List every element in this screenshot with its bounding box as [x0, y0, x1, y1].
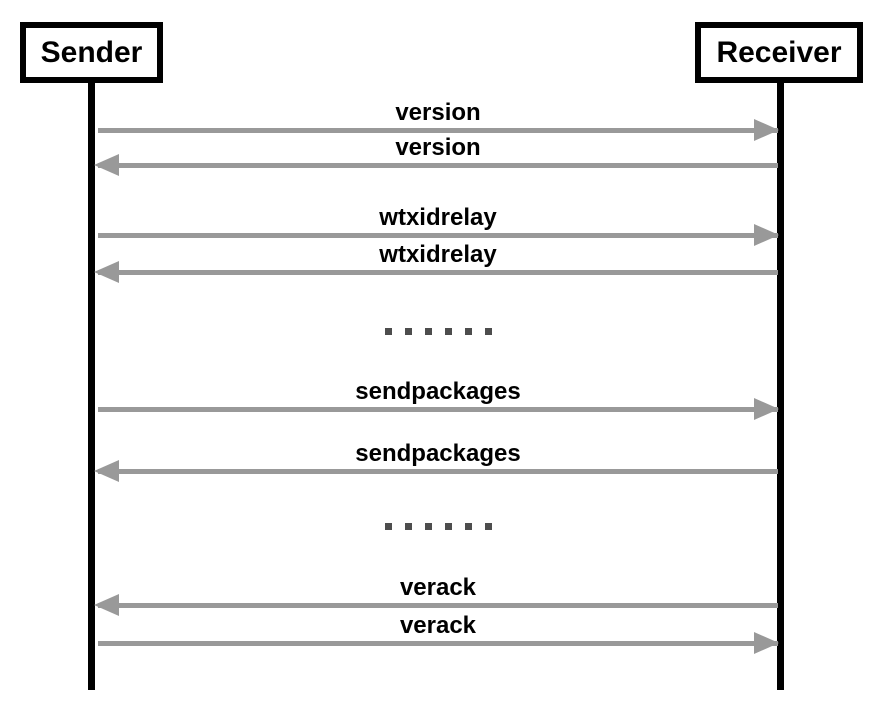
ellipsis-dot	[384, 327, 392, 335]
message-label: sendpackages	[355, 378, 521, 405]
message-line	[98, 407, 778, 412]
message-line	[98, 603, 778, 608]
ellipsis-dot	[404, 522, 412, 530]
actor-label-receiver: Receiver	[716, 35, 842, 69]
message-line	[98, 128, 778, 133]
ellipsis-dot	[444, 327, 452, 335]
ellipsis-dot	[404, 327, 412, 335]
message-line	[98, 641, 778, 646]
arrowhead-icon	[94, 594, 119, 616]
arrowhead-icon	[94, 460, 119, 482]
arrowhead-icon	[754, 398, 779, 420]
message-label: verack	[399, 612, 477, 639]
arrowhead-icon	[94, 261, 119, 283]
message-line	[98, 233, 778, 238]
message-label: version	[395, 134, 481, 161]
lifeline-sender	[88, 80, 95, 690]
message-label: verack	[399, 574, 477, 601]
ellipsis-dot	[424, 327, 432, 335]
lifeline-receiver	[777, 80, 784, 690]
ellipsis-dot	[484, 327, 492, 335]
ellipsis-dot	[424, 522, 432, 530]
message-line	[98, 270, 778, 275]
actor-box-sender: Sender	[20, 22, 163, 83]
actor-label-sender: Sender	[40, 35, 143, 69]
arrowhead-icon	[754, 224, 779, 246]
message-label: wtxidrelay	[379, 204, 497, 231]
message-line	[98, 469, 778, 474]
arrowhead-icon	[754, 119, 779, 141]
actor-box-receiver: Receiver	[695, 22, 863, 83]
arrowhead-icon	[754, 632, 779, 654]
ellipsis-dot	[464, 327, 472, 335]
message-label: sendpackages	[355, 440, 521, 467]
message-line	[98, 163, 778, 168]
ellipsis-dot	[384, 522, 392, 530]
arrowhead-icon	[94, 154, 119, 176]
ellipsis-dot	[444, 522, 452, 530]
message-label: wtxidrelay	[379, 241, 497, 268]
message-label: version	[395, 99, 481, 126]
ellipsis-dot	[464, 522, 472, 530]
ellipsis-dot	[484, 522, 492, 530]
